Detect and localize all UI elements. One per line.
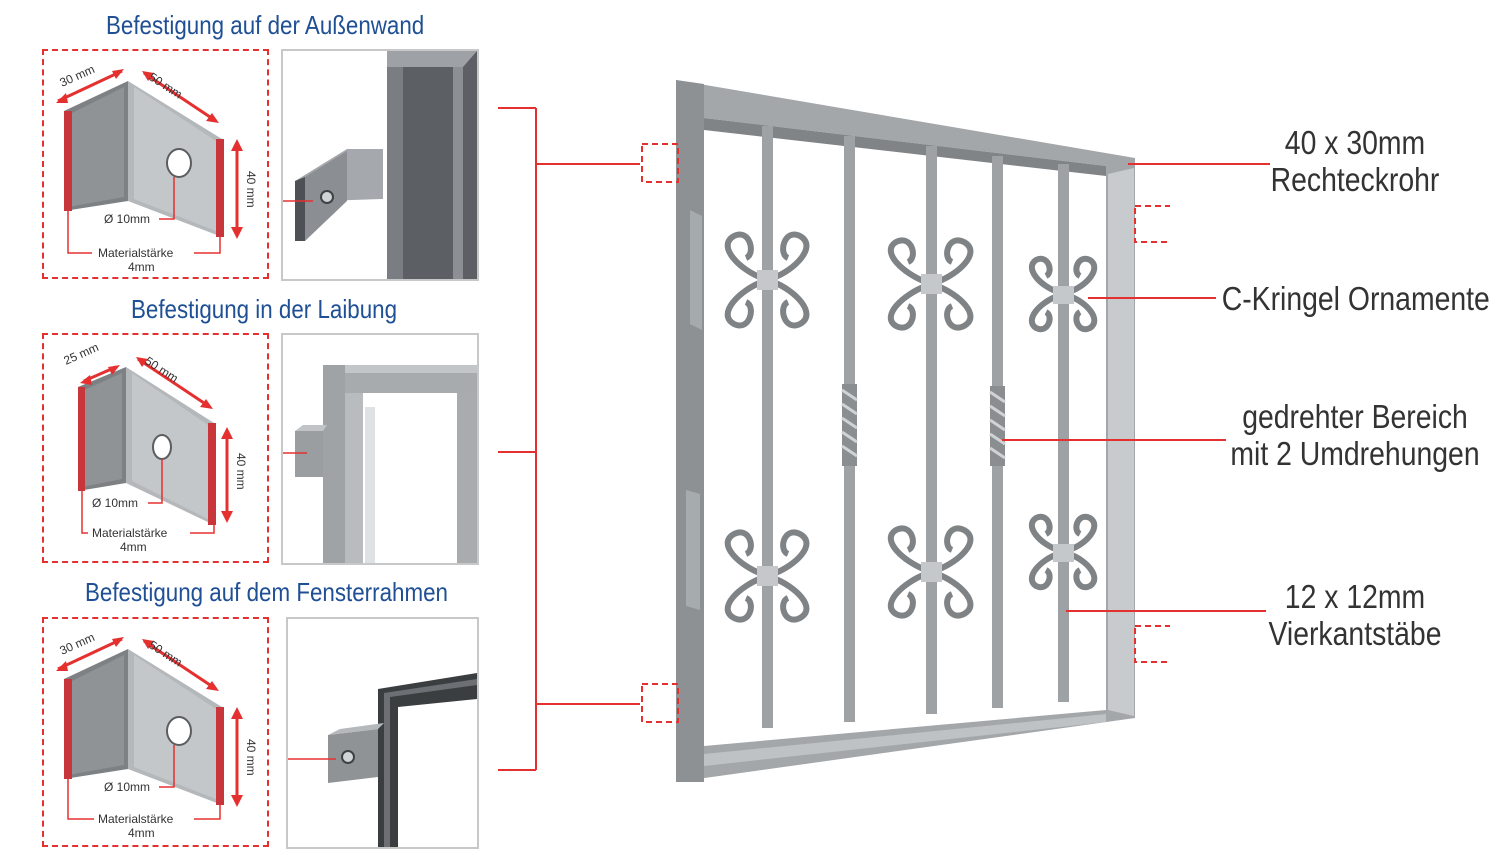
callout-square-bars: 12 x 12mm Vierkantstäbe: [1222, 578, 1489, 652]
callout-twisted-line1: gedrehter Bereich: [1242, 398, 1468, 435]
c-scroll-ornament: [1028, 255, 1098, 333]
callout-square-bars-line2: Vierkantstäbe: [1268, 615, 1442, 652]
callout-rectangular-tube: 40 x 30mm Rechteckrohr: [1222, 124, 1489, 198]
hole-label-reveal: Ø 10mm: [92, 496, 138, 510]
bracket-diagram-window-frame: 30 mm 50 mm 40 mm Ø 10mm Materialstärke …: [42, 617, 269, 847]
callout-twisted-section: gedrehter Bereich mit 2 Umdrehungen: [1222, 398, 1489, 472]
ornament-clamp: [921, 562, 942, 582]
c-scroll-ornament: [887, 525, 974, 619]
section-title-reveal: Befestigung in der Laibung: [131, 294, 398, 324]
ornament-clamp: [757, 270, 778, 290]
bracket-diagram-wall: 30 mm 50 mm 40 mm Ø 10mm Materialstärke …: [42, 49, 269, 279]
vertical-bar: [1058, 164, 1069, 702]
mount-marker: [1134, 205, 1170, 243]
mount-image-reveal: [281, 333, 479, 565]
c-scroll-ornament: [1028, 513, 1098, 591]
dim-h-label-wall: 40 mm: [244, 171, 258, 208]
vertical-bar: [762, 126, 773, 728]
material-label-wall-2: 4mm: [128, 260, 155, 274]
mount-marker: [641, 143, 679, 183]
dim-h-label-window-frame: 40 mm: [244, 739, 258, 776]
vertical-bar: [926, 146, 937, 714]
callout-leaders: [1002, 163, 1270, 612]
callout-square-bars-line1: 12 x 12mm: [1284, 578, 1426, 615]
material-label-wall-1: Materialstärke: [98, 246, 174, 260]
dim-h-label-reveal: 40 mm: [234, 453, 248, 490]
material-label-window-frame-2: 4mm: [128, 826, 155, 840]
twisted-section: [841, 384, 858, 466]
hole-label-window-frame: Ø 10mm: [104, 780, 150, 794]
mount-image-window-frame: [286, 617, 479, 849]
material-label-window-frame-1: Materialstärke: [98, 812, 174, 826]
callout-c-scroll-line1: C-Kringel Ornamente: [1221, 280, 1490, 317]
twisted-section: [989, 386, 1006, 466]
dim-b-label-reveal: 50 mm: [142, 354, 180, 386]
mount-marker: [641, 683, 679, 723]
section-title-window-frame: Befestigung auf dem Fensterrahmen: [85, 577, 448, 607]
ornament-clamp: [921, 274, 942, 294]
connector-bracket: [498, 107, 640, 771]
bracket-diagram-reveal: 25 mm 50 mm 40 mm Ø 10mm Materialstärke …: [42, 333, 269, 563]
dim-a-label-reveal: 25 mm: [62, 340, 101, 368]
c-scroll-ornament: [887, 237, 974, 331]
mount-marker: [1134, 625, 1170, 663]
callout-twisted-line2: mit 2 Umdrehungen: [1230, 435, 1480, 472]
mount-image-wall: [281, 49, 479, 281]
hole-label-wall: Ø 10mm: [104, 212, 150, 226]
ornament-clamp: [757, 566, 778, 586]
c-scroll-ornament: [724, 529, 810, 623]
material-label-reveal-1: Materialstärke: [92, 526, 168, 540]
callout-c-scroll-ornaments: C-Kringel Ornamente: [1221, 280, 1490, 317]
callout-rectangular-tube-line2: Rechteckrohr: [1270, 161, 1440, 198]
window-grille-illustration: [641, 80, 1170, 782]
section-title-wall: Befestigung auf der Außenwand: [106, 10, 425, 40]
material-label-reveal-2: 4mm: [120, 540, 147, 554]
ornament-clamp: [1053, 544, 1074, 562]
ornament-clamp: [1053, 286, 1074, 304]
callout-rectangular-tube-line1: 40 x 30mm: [1284, 124, 1426, 161]
c-scroll-ornament: [724, 231, 810, 329]
